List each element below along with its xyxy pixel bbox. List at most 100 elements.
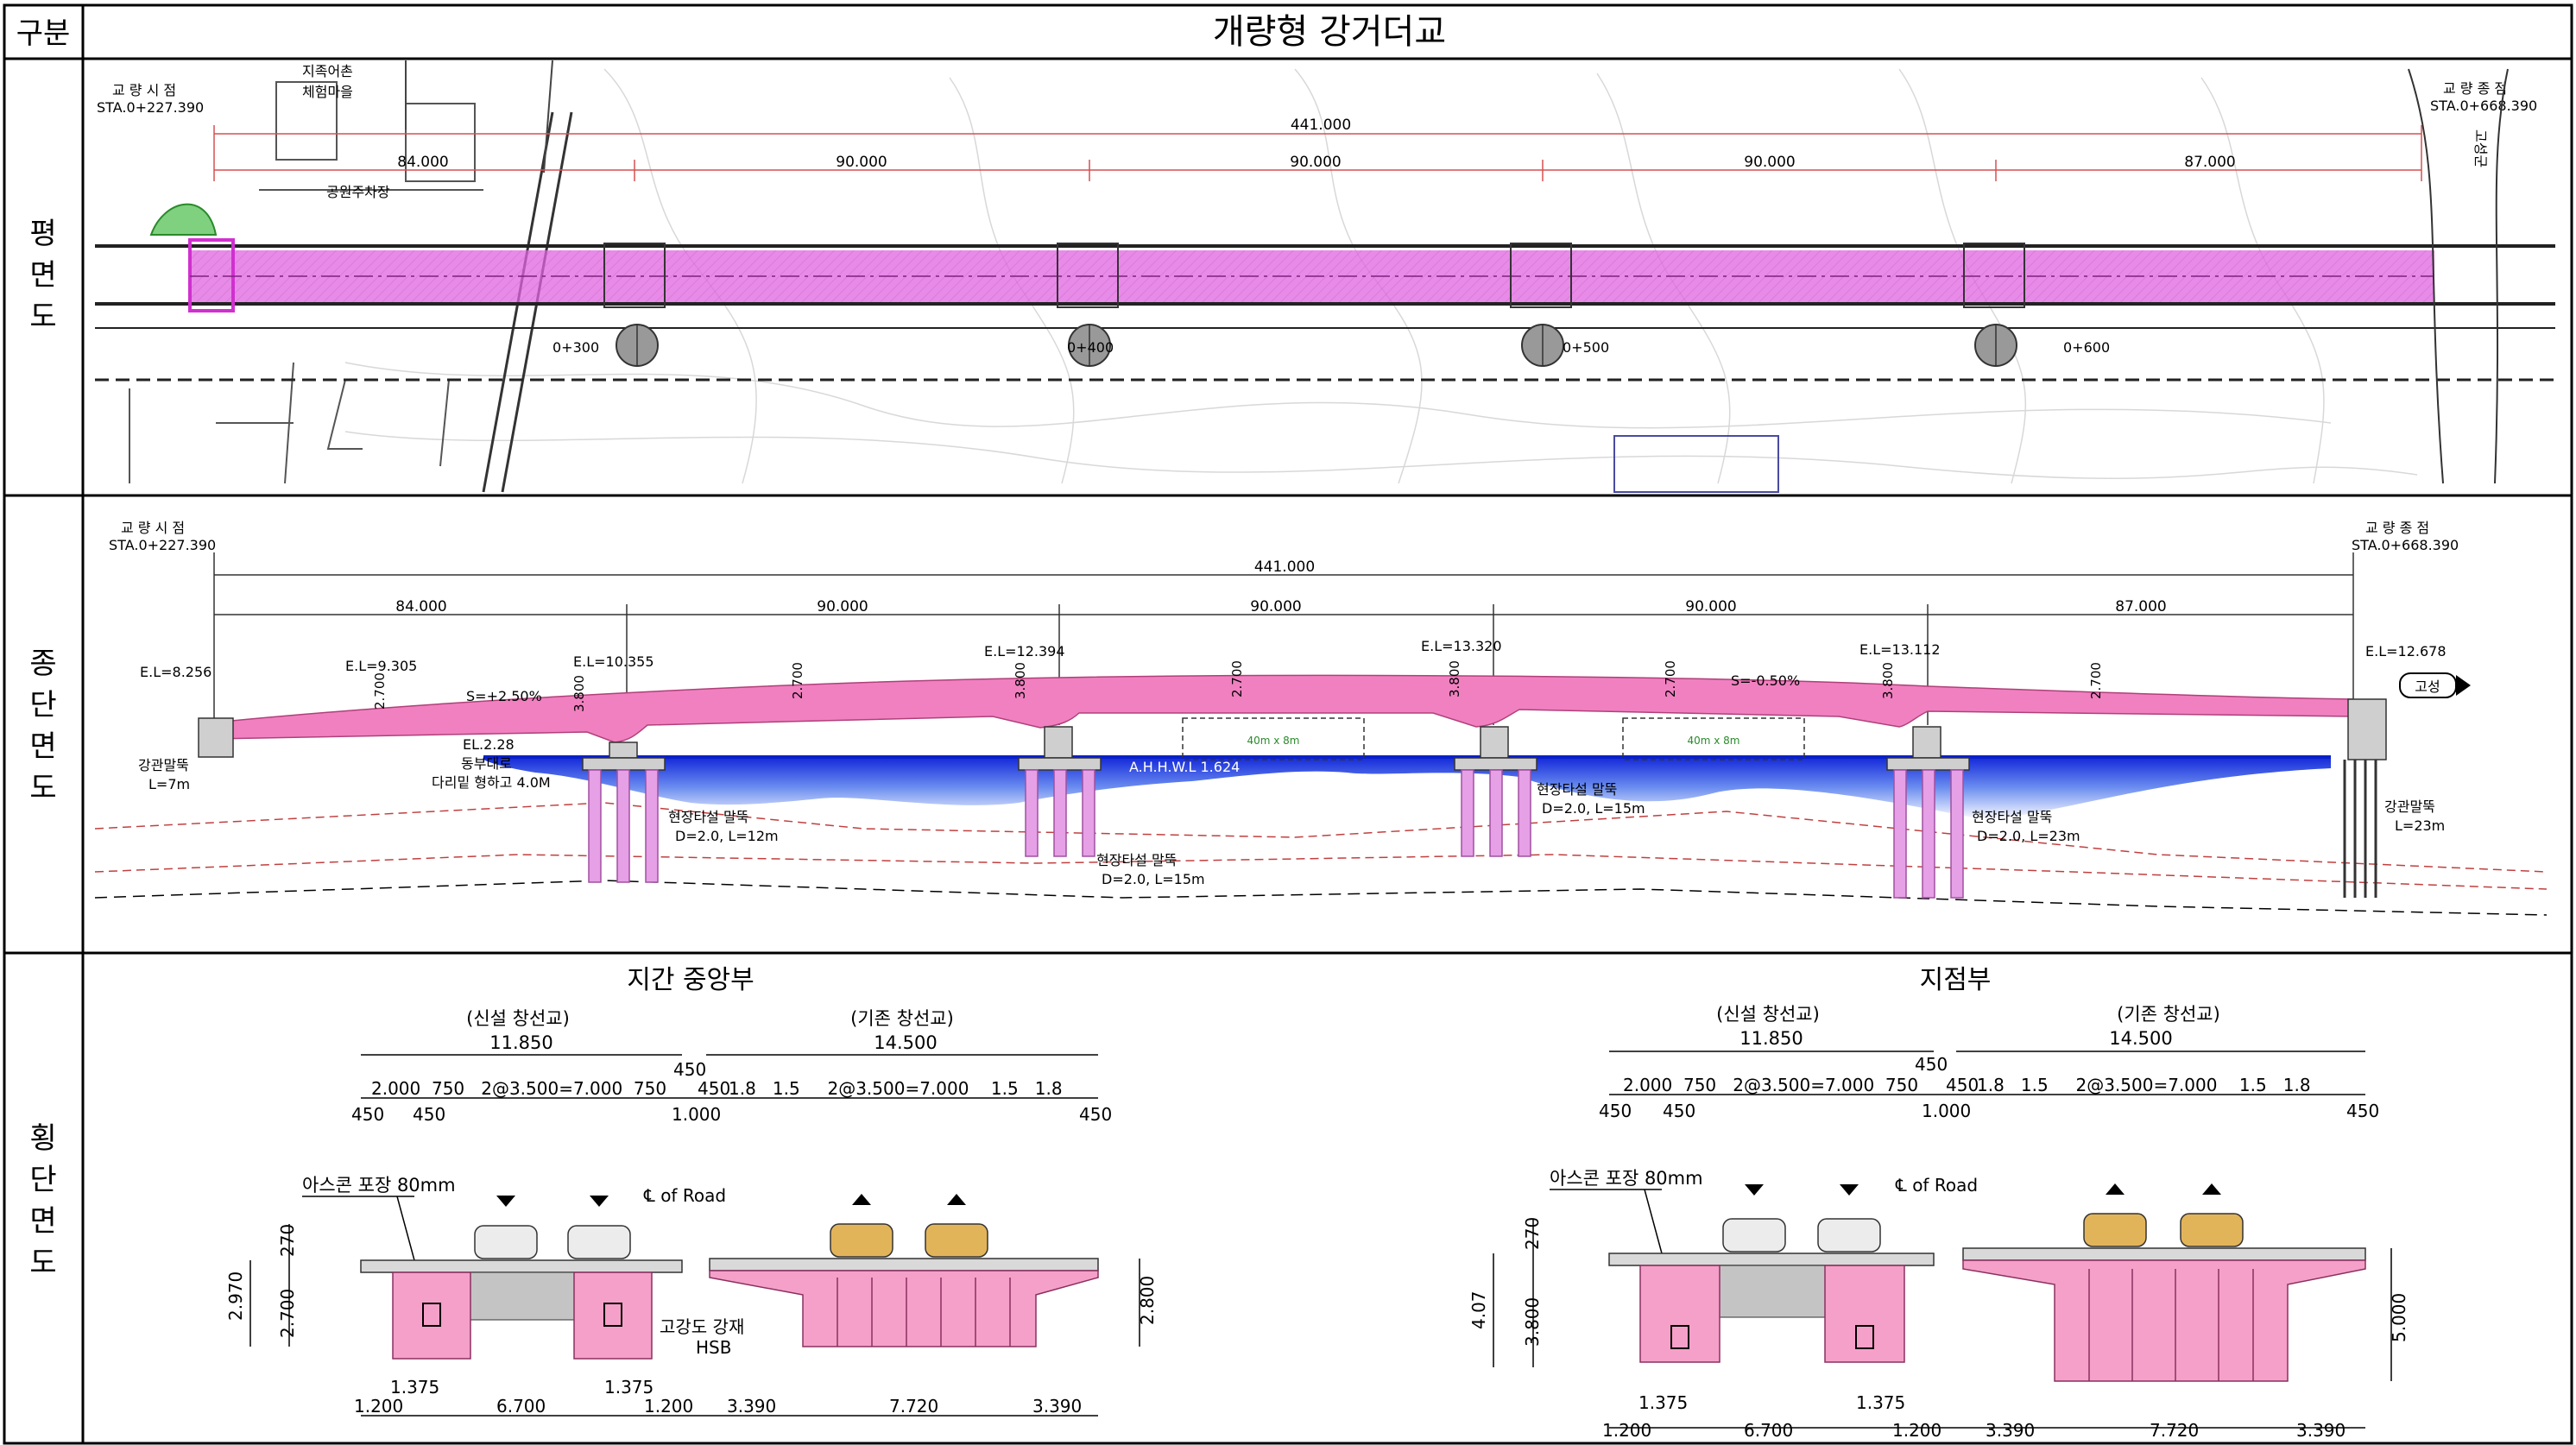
xs2-d450-left: 450 (1599, 1101, 1632, 1121)
table-frame (3, 3, 2573, 1445)
profile-el-1: E.L=8.256 (140, 664, 212, 680)
xs2-h-old: 5.000 (2389, 1293, 2409, 1342)
profile-end-sta: STA.0+668.390 (2352, 537, 2459, 553)
profile-bored-4-name: 현장타설 말뚝 (1972, 809, 2052, 825)
xs2-old-label: (기존 창선교) (2117, 1004, 2220, 1025)
xs2-bot-1200-b: 1.200 (1892, 1420, 1941, 1441)
xs1-d1000: 1.000 (672, 1104, 721, 1125)
profile-bored-2-spec: D=2.0, L=15m (1102, 871, 1205, 887)
plan-view: 441.000 84.000 90.000 90.000 90.000 87.0… (95, 60, 2555, 493)
row-label-section-3: 면 (29, 1204, 56, 1239)
xs1-d450-left: 450 (351, 1104, 384, 1125)
profile-depth-2: 3.800 (571, 675, 587, 712)
plan-start-sta: STA.0+227.390 (97, 99, 204, 116)
profile-end-label: 교 량 종 점 (2365, 520, 2429, 536)
xs1-steel-1: 고강도 강재 (660, 1316, 744, 1337)
plan-span-5: 87.000 (2184, 154, 2235, 171)
plan-place-parking: 공원주차장 (326, 184, 390, 200)
xs1-h-girder: 2.700 (277, 1289, 298, 1338)
xs2-old-girder (1962, 1259, 2366, 1382)
xs2-title: 지점부 (1920, 965, 1992, 995)
xs1-d450-mid: 450 (673, 1059, 706, 1080)
profile-el-5: E.L=13.320 (1421, 638, 1502, 654)
profile-pile-right-len: L=23m (2395, 817, 2445, 834)
profile-slope-down: S=-0.50% (1731, 672, 1800, 689)
xs2-bot-1375-a: 1.375 (1638, 1392, 1688, 1413)
xs1-old-label: (기존 창선교) (850, 1008, 954, 1029)
xs1-bot-1375-b: 1.375 (604, 1377, 653, 1398)
profile-pile-left-len: L=7m (148, 776, 190, 792)
profile-ahhwl: A.H.H.W.L 1.624 (1129, 759, 1240, 775)
profile-bored-3-spec: D=2.0, L=15m (1542, 800, 1645, 817)
plan-place-right: 고성군 (2472, 129, 2489, 167)
header-col-label: 구분 (16, 16, 71, 51)
xs1-cl: ℄ of Road (643, 1185, 726, 1206)
plan-sta-500: 0+500 (1563, 339, 1609, 356)
xs1-h-old: 2.800 (1137, 1276, 1158, 1325)
xs2-h-girder: 3.800 (1522, 1297, 1543, 1347)
xs2-d1000: 1.000 (1922, 1101, 1971, 1121)
profile-goseong: 고성 (2415, 678, 2440, 695)
plan-end-label: 교 량 종 점 (2443, 80, 2507, 97)
profile-depth-5: 2.700 (1229, 660, 1245, 697)
xs2-pave: 아스콘 포장 80mm (1550, 1168, 1703, 1189)
profile-bored-3-name: 현장타설 말뚝 (1537, 781, 1617, 798)
xs1-old-deck (709, 1258, 1099, 1271)
profile-depth-1: 2.700 (372, 672, 388, 710)
xs1-old-width: 14.500 (874, 1032, 937, 1053)
xs2-d450-left2: 450 (1663, 1101, 1695, 1121)
profile-span-3: 90.000 (1250, 598, 1301, 615)
xs1-bot-3390-a: 3.390 (727, 1396, 776, 1417)
plan-start-label: 교 량 시 점 (112, 82, 176, 98)
plan-sta-400: 0+400 (1067, 339, 1114, 356)
xs2-dims-new: 2.000 750 2@3.500=7.000 750 (1623, 1075, 1918, 1095)
profile-bored-2-name: 현장타설 말뚝 (1096, 852, 1177, 868)
row-label-section-4: 도 (29, 1246, 56, 1280)
xs1-bot-1375-a: 1.375 (390, 1377, 439, 1398)
profile-bored-4-spec: D=2.0, L=23m (1977, 828, 2080, 844)
plan-place-village-1: 지족어촌 (302, 63, 353, 79)
profile-nav-box-1: 40m x 8m (1247, 735, 1299, 747)
xs1-bot-3390-b: 3.390 (1032, 1396, 1082, 1417)
profile-road-note-2: 다리밑 형하고 4.0M (432, 774, 551, 791)
profile-depth-3: 2.700 (790, 662, 805, 699)
profile-road-note-1: 동부대로 (461, 755, 512, 772)
xs1-bot-6700: 6.700 (496, 1396, 546, 1417)
profile-depth-4: 3.800 (1013, 662, 1028, 699)
profile-start-sta: STA.0+227.390 (109, 537, 216, 553)
xs1-dims-new: 2.000 750 2@3.500=7.000 750 (371, 1078, 666, 1099)
xs2-bot-1375-b: 1.375 (1856, 1392, 1905, 1413)
row-label-plan-3: 도 (29, 300, 56, 334)
xs1-title: 지간 중앙부 (627, 965, 754, 995)
xs2-new-label: (신설 창선교) (1716, 1004, 1820, 1025)
xs2-h-total: 4.07 (1468, 1290, 1489, 1329)
xs2-bot-3390-a: 3.390 (1986, 1420, 2035, 1441)
xs2-d450-mid: 450 (1915, 1054, 1948, 1075)
profile-total-span: 441.000 (1254, 558, 1315, 576)
xs2-d450-mid2: 450 (1946, 1075, 1979, 1095)
xs1-steel-2: HSB (696, 1337, 731, 1358)
profile-span-5: 87.000 (2115, 598, 2166, 615)
profile-span-1: 84.000 (395, 598, 446, 615)
xs1-d450-mid2: 450 (698, 1078, 730, 1099)
xs1-bot-1200-b: 1.200 (644, 1396, 693, 1417)
profile-span-2: 90.000 (817, 598, 868, 615)
profile-el-4: E.L=12.394 (984, 643, 1065, 659)
xs2-h-top: 270 (1522, 1217, 1543, 1250)
plan-place-village-2: 체험마을 (302, 84, 353, 100)
plan-total-span: 441.000 (1291, 117, 1351, 134)
profile-nav-box-2: 40m x 8m (1687, 735, 1739, 747)
cross-section-midspan: 지간 중앙부 (신설 창선교) (기존 창선교) 11.850 14.500 2… (225, 965, 1158, 1417)
profile-start-label: 교 량 시 점 (121, 520, 185, 536)
profile-bored-1-name: 현장타설 말뚝 (668, 809, 748, 825)
plan-span-4: 90.000 (1744, 154, 1795, 171)
plan-sta-300: 0+300 (552, 339, 599, 356)
profile-pile-left: 강관말뚝 (138, 757, 189, 773)
xs1-bot-1200-a: 1.200 (354, 1396, 403, 1417)
profile-el-2: E.L=9.305 (345, 658, 417, 674)
xs2-old-width: 14.500 (2109, 1028, 2172, 1049)
profile-el-3: E.L=10.355 (573, 653, 654, 670)
xs1-new-width: 11.850 (489, 1032, 552, 1053)
profile-depth-9: 2.700 (2088, 662, 2104, 699)
profile-water (483, 755, 2331, 820)
